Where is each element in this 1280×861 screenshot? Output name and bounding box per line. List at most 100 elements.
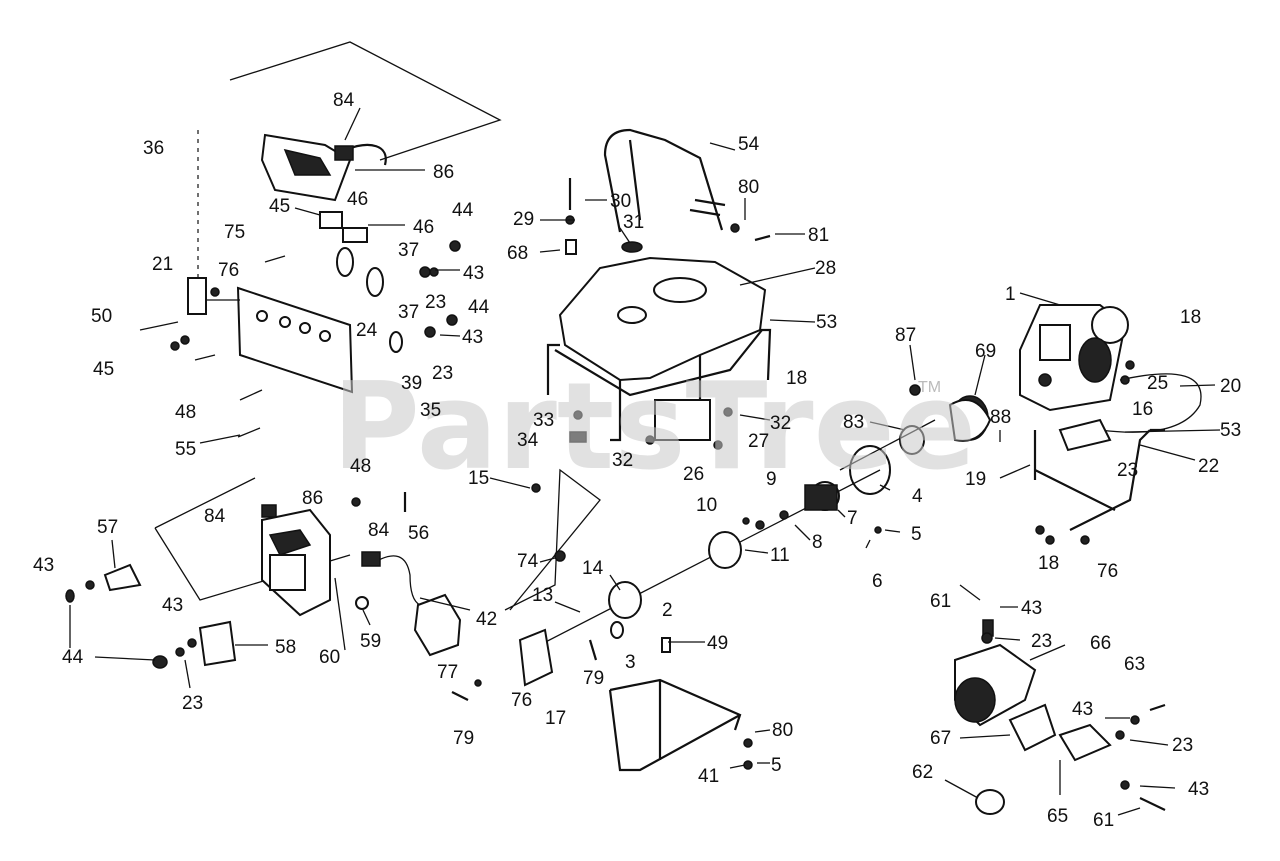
label-5: 5: [911, 524, 922, 545]
plate-58: [198, 620, 237, 667]
label-41: 41: [698, 766, 719, 787]
label-62: 62: [912, 762, 933, 783]
group-line-top: [229, 41, 502, 161]
label-58: 58: [275, 637, 296, 658]
label-43: 43: [462, 327, 483, 348]
label-17: 17: [545, 708, 566, 729]
label-16: 16: [1132, 399, 1153, 420]
handle: [603, 128, 724, 233]
label-27: 27: [748, 431, 769, 452]
label-66: 66: [1090, 633, 1111, 654]
breaker-42: [413, 593, 462, 657]
shaft-assembly: [518, 469, 881, 687]
label-23: 23: [1031, 631, 1052, 652]
label-63: 63: [1124, 654, 1145, 675]
label-39: 39: [401, 373, 422, 394]
outlet-box-top: [260, 133, 387, 202]
label-75: 75: [224, 222, 245, 243]
leader-lines: [69, 107, 1221, 816]
label-44: 44: [468, 297, 490, 318]
label-26: 26: [683, 464, 704, 485]
label-23: 23: [432, 363, 453, 384]
label-48: 48: [350, 456, 371, 477]
label-23: 23: [1117, 460, 1138, 481]
outlet-box-front: [261, 504, 331, 617]
label-7: 7: [847, 508, 858, 529]
label-23: 23: [1172, 735, 1193, 756]
engine: [1019, 304, 1202, 433]
label-56: 56: [408, 523, 429, 544]
label-42: 42: [476, 609, 497, 630]
label-15: 15: [468, 468, 489, 489]
label-54: 54: [738, 134, 760, 155]
label-53: 53: [1220, 420, 1241, 441]
label-84: 84: [368, 520, 390, 541]
label-35: 35: [420, 400, 441, 421]
frame-right: [1033, 428, 1165, 531]
label-29: 29: [513, 209, 534, 230]
label-24: 24: [356, 320, 378, 341]
label-50: 50: [91, 306, 112, 327]
label-1: 1: [1005, 284, 1016, 305]
label-25: 25: [1147, 373, 1168, 394]
label-86: 86: [302, 488, 323, 509]
label-32: 32: [770, 413, 791, 434]
label-45: 45: [269, 196, 290, 217]
label-57: 57: [97, 517, 118, 538]
label-83: 83: [843, 412, 864, 433]
label-80: 80: [772, 720, 793, 741]
label-87: 87: [895, 325, 916, 346]
label-76: 76: [218, 260, 239, 281]
label-18: 18: [1038, 553, 1059, 574]
label-79: 79: [453, 728, 474, 749]
label-45: 45: [93, 359, 114, 380]
label-76: 76: [1097, 561, 1118, 582]
label-10: 10: [696, 495, 717, 516]
label-31: 31: [623, 212, 644, 233]
label-59: 59: [360, 631, 381, 652]
label-69: 69: [975, 341, 996, 362]
part-labels: 84 36 86 46 45 46 44 75 37 43 21 76 23 4…: [33, 90, 1241, 831]
plate-57: [103, 563, 142, 592]
label-49: 49: [707, 633, 728, 654]
label-43: 43: [1021, 598, 1042, 619]
label-19: 19: [965, 469, 986, 490]
label-84: 84: [204, 506, 226, 527]
label-60: 60: [319, 647, 340, 668]
label-23: 23: [425, 292, 446, 313]
label-14: 14: [582, 558, 604, 579]
label-33: 33: [533, 410, 554, 431]
label-3: 3: [625, 652, 636, 673]
label-65: 65: [1047, 806, 1068, 827]
label-6: 6: [872, 571, 883, 592]
label-32: 32: [612, 450, 633, 471]
label-34: 34: [517, 430, 539, 451]
label-9: 9: [766, 469, 777, 490]
control-panel: [187, 130, 354, 394]
label-88: 88: [990, 407, 1011, 428]
frame-bottom: [608, 678, 742, 772]
label-11: 11: [770, 545, 790, 566]
label-43: 43: [463, 263, 484, 284]
label-43: 43: [1188, 779, 1209, 800]
panel-small-parts: [139, 211, 461, 438]
label-74: 74: [517, 551, 539, 572]
label-86: 86: [433, 162, 454, 183]
label-36: 36: [143, 138, 164, 159]
label-68: 68: [507, 243, 528, 264]
label-77: 77: [437, 662, 458, 683]
label-53: 53: [816, 312, 837, 333]
label-48: 48: [175, 402, 196, 423]
label-18: 18: [1180, 307, 1201, 328]
label-38: 37: [398, 302, 419, 323]
label-5: 5: [771, 755, 782, 776]
label-44: 44: [62, 647, 84, 668]
label-67: 67: [930, 728, 951, 749]
label-30: 30: [610, 191, 631, 212]
label-46: 46: [413, 217, 434, 238]
label-13: 13: [532, 585, 553, 606]
label-8: 8: [812, 532, 823, 553]
label-18: 18: [786, 368, 807, 389]
label-22: 22: [1198, 456, 1219, 477]
